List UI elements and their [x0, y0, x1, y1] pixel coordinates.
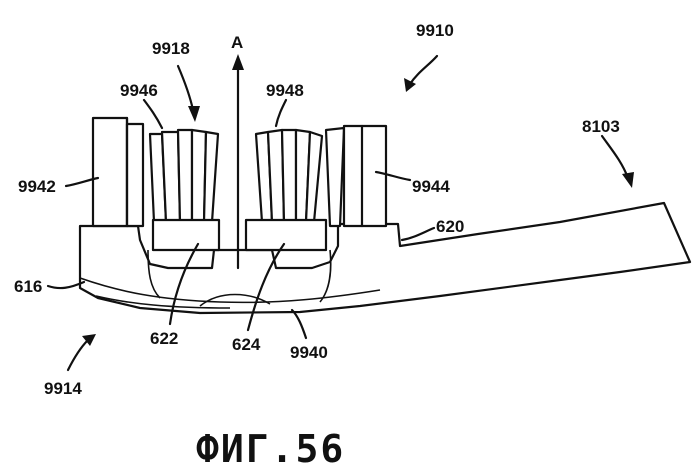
label-622: 622	[150, 329, 178, 348]
bristle-tuft-9942	[93, 118, 143, 226]
label-9918: 9918	[152, 39, 190, 58]
block-622	[153, 220, 219, 250]
label-9944: 9944	[412, 177, 450, 196]
label-9940: 9940	[290, 343, 328, 362]
label-8103: 8103	[582, 117, 620, 136]
label-9914: 9914	[44, 379, 82, 398]
bristle-tuft-9946	[150, 130, 218, 222]
axis-arrow-a	[232, 54, 244, 268]
label-9948: 9948	[266, 81, 304, 100]
figure-caption: ФИГ.56	[196, 427, 345, 470]
label-616: 616	[14, 277, 42, 296]
bristle-tuft-9948	[256, 130, 322, 222]
label-9910: 9910	[416, 21, 454, 40]
label-620: 620	[436, 217, 464, 236]
bristle-tuft-9944	[326, 126, 386, 226]
label-9946: 9946	[120, 81, 158, 100]
block-624	[246, 220, 326, 250]
label-axis-a: A	[231, 33, 243, 52]
label-624: 624	[232, 335, 261, 354]
label-9942: 9942	[18, 177, 56, 196]
